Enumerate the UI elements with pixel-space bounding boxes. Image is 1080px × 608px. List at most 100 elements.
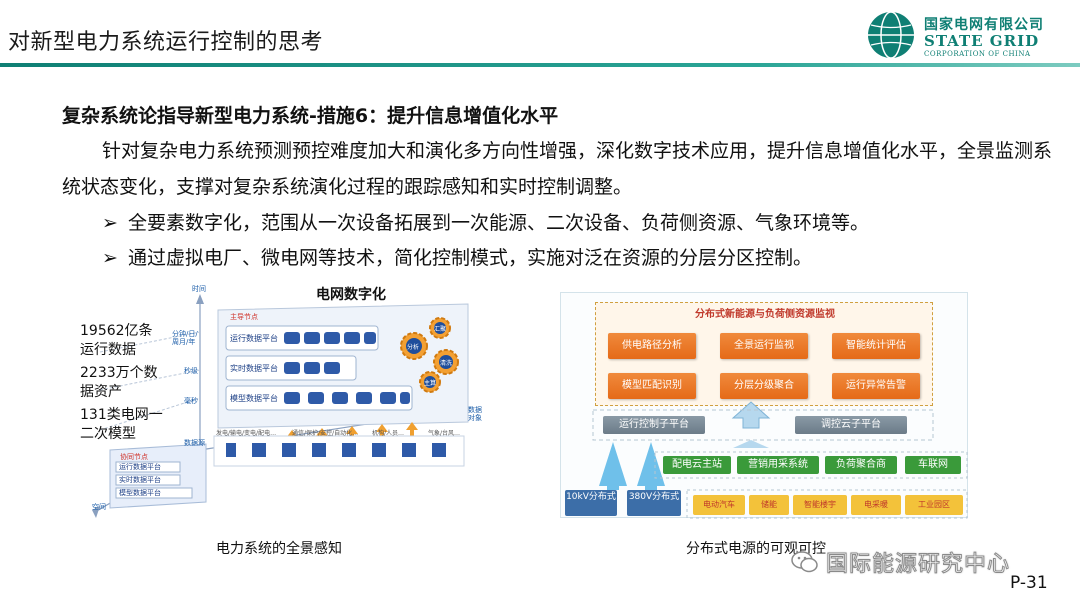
stat-line: 二次模型 (80, 426, 136, 442)
platform-label: 模型数据平台 (230, 394, 278, 403)
access-system-box: 营销用采系统 (737, 456, 819, 474)
function-tile: 分层分级聚合 (720, 373, 808, 399)
access-system-box: 配电云主站 (663, 456, 731, 474)
source-category-label: 机构/人员… (372, 430, 405, 437)
platform-row (225, 325, 379, 351)
access-frame (654, 451, 968, 479)
arrow-bullet-icon: ➢ (102, 247, 118, 269)
digitalization-diagram (92, 294, 471, 518)
up-arrow-icon (346, 426, 358, 442)
distributed-source-box: 380V分布式 (627, 490, 681, 516)
bullet-item: ➢全要素数字化，范围从一次设备拓展到一次能源、二次设备、负荷侧资源、气象环境等。 (102, 208, 869, 235)
coord-item-label: 运行数据平台 (119, 463, 161, 471)
resource-box: 电采暖 (851, 495, 901, 515)
data-chip (304, 332, 320, 344)
section-heading: 复杂系统论指导新型电力系统-措施6：提升信息增值化水平 (62, 105, 559, 127)
gear-icon (429, 317, 451, 339)
gear-label: 分析 (407, 344, 420, 351)
data-chip (324, 332, 340, 344)
data-source-label: 数据源 (184, 439, 205, 447)
state-grid-logo: 国家电网有限公司 STATE GRID CORPORATION OF CHINA (866, 8, 1076, 60)
space-axis-label: 空间 (92, 503, 106, 511)
bullet-item: ➢通过虚拟电厂、微电网等技术，简化控制模式，实施对泛在资源的分层分区控制。 (102, 243, 812, 270)
resource-box: 智能楼宇 (793, 495, 847, 515)
gear-icon (400, 332, 428, 360)
up-arrow-icon (731, 401, 771, 429)
stat-item: 19562亿条 运行数据 (80, 322, 153, 360)
stat-line: 2233万个数 (80, 365, 158, 381)
source-category-label: 发电/输电/变电/配电… (216, 430, 277, 437)
coord-item-box (115, 474, 181, 486)
access-system-box: 负荷聚合商 (825, 456, 897, 474)
data-chip (380, 392, 396, 404)
gear-label: 清洗 (440, 360, 453, 367)
data-chip (284, 332, 300, 344)
logo-english-subtitle: CORPORATION OF CHINA (924, 50, 1031, 58)
function-tile: 智能统计评估 (832, 333, 920, 359)
figure-caption-right: 分布式电源的可观可控 (686, 541, 826, 557)
time-tick-label: 毫秒 (184, 397, 198, 405)
header-divider (0, 63, 1080, 67)
gear-icon (433, 349, 459, 375)
connector-line (99, 369, 201, 391)
connector-line (99, 397, 201, 431)
power-plant-icon (226, 443, 236, 457)
wechat-watermark: 国际能源研究中心 (790, 546, 1010, 578)
network-icon (342, 443, 356, 457)
stat-line: 19562亿条 (80, 323, 153, 339)
stat-line: 131类电网一 (80, 407, 163, 423)
up-arrow-icon (599, 442, 627, 490)
axis-arrowhead (196, 294, 204, 304)
data-chip (324, 362, 340, 374)
up-arrow-icon (637, 442, 665, 490)
slide-title: 对新型电力系统运行控制的思考 (8, 30, 324, 55)
resource-box: 电动汽车 (693, 495, 745, 515)
grid-digitalization-figure: 电网数字化 19562亿条 运行数据 2233万个数 据资产 131类电网一 二… (0, 280, 490, 520)
object-axis-label: 数据对象 (468, 406, 482, 422)
data-chip (364, 332, 376, 344)
data-chip (344, 332, 360, 344)
sub-platform-frame (592, 409, 934, 441)
resource-box: 工业园区 (905, 495, 963, 515)
building-icon (432, 443, 446, 457)
coord-item-label: 模型数据平台 (119, 489, 161, 497)
source-category-label: 气象/台风… (428, 430, 461, 437)
page-number: P-31 (1010, 573, 1048, 593)
logo-english-name: STATE GRID (924, 32, 1040, 50)
data-chip (332, 392, 348, 404)
logo-chinese-name: 国家电网有限公司 (924, 17, 1044, 33)
stat-line: 运行数据 (80, 342, 136, 358)
stat-item: 131类电网一 二次模型 (80, 406, 163, 444)
access-system-box: 车联网 (905, 456, 961, 474)
gear-icon (419, 371, 441, 393)
flow-arrows (592, 401, 968, 519)
stat-item: 2233万个数 据资产 (80, 364, 158, 402)
distributed-source-box: 10kV分布式 (565, 490, 617, 516)
transmission-icon (282, 443, 296, 457)
data-chip (284, 392, 300, 404)
arrow-bullet-icon: ➢ (102, 212, 118, 234)
panel-title: 分布式新能源与负荷侧资源监视 (695, 309, 835, 320)
people-icon (402, 443, 416, 457)
function-tile: 模型匹配识别 (608, 373, 696, 399)
data-chip (400, 392, 410, 404)
substation-icon (252, 443, 266, 457)
watermark-text: 国际能源研究中心 (825, 552, 1011, 578)
sub-platform-box: 调控云子平台 (795, 416, 907, 434)
resource-box: 储能 (749, 495, 789, 515)
figure-caption-left: 电力系统的全景感知 (216, 541, 342, 557)
up-arrow-icon (406, 422, 418, 438)
time-tick-label: 秒级 (184, 367, 198, 375)
resource-frame (686, 489, 968, 519)
coord-node-header: 协同节点 (120, 453, 148, 461)
sub-platform-box: 运行控制子平台 (603, 416, 705, 434)
data-source-strip (213, 435, 465, 467)
up-arrow-icon (733, 440, 769, 448)
time-tick-label: 分钟/日/周月/年 (172, 330, 198, 346)
axis-arrowhead (92, 506, 100, 518)
monitor-icon (312, 443, 326, 457)
connector-line (99, 331, 201, 353)
wechat-icon (791, 551, 818, 573)
monitoring-function-panel: 分布式新能源与负荷侧资源监视 供电路径分析 全景运行监视 智能统计评估 模型匹配… (595, 302, 933, 406)
data-chip (284, 362, 300, 374)
